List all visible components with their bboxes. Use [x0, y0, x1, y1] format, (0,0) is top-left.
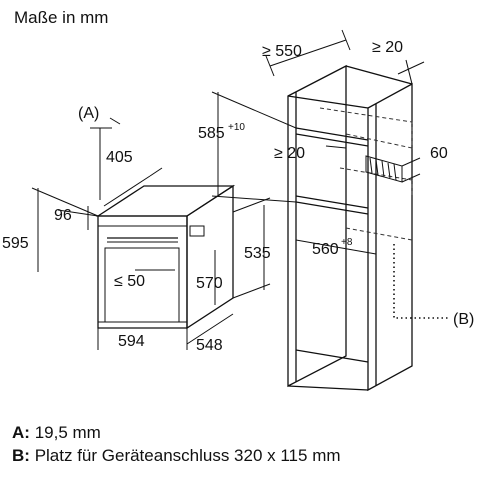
- legend-a-key: A:: [12, 423, 30, 442]
- oven-drawing: [95, 184, 236, 330]
- legend-b-key: B:: [12, 446, 30, 465]
- cabinet-dimensions: [211, 29, 425, 255]
- oven-side: [186, 184, 234, 330]
- cabinet-right-panel: [367, 82, 413, 392]
- dim-depth-top: 405: [106, 149, 133, 166]
- oven-front: [97, 215, 188, 329]
- dim-top-gap: ≥ 20: [372, 39, 403, 56]
- dim-width: 594: [118, 333, 145, 350]
- dim-inner-height: 570: [196, 275, 223, 292]
- cabinet-drawing: [287, 64, 450, 392]
- dim-depth-min: ≥ 550: [262, 43, 302, 60]
- cabinet-left-panel: [287, 64, 347, 388]
- legend-a: A: 19,5 mm: [12, 423, 101, 443]
- callout-a: (A): [78, 105, 99, 122]
- legend-a-text: 19,5 mm: [34, 423, 101, 442]
- oven-dimensions: [31, 117, 271, 350]
- page-title: Maße in mm: [14, 8, 109, 27]
- dim-vent-depth: 60: [430, 145, 448, 162]
- connection-leader: [393, 244, 450, 319]
- dim-total-height: 595: [2, 235, 29, 252]
- dim-niche-height: 535: [244, 245, 271, 262]
- panel-box: [189, 225, 205, 237]
- oven-top: [95, 185, 236, 217]
- dim-niche-h-value: 585: [198, 125, 225, 142]
- dim-gap-bottom: ≤ 50: [114, 273, 145, 290]
- dim-vent-gap: ≥ 20: [274, 145, 305, 162]
- dim-depth: 548: [196, 337, 223, 354]
- dim-niche-w-tol: +8: [341, 237, 353, 248]
- dim-front-height: 96: [54, 207, 72, 224]
- dim-niche-h-tol: +10: [228, 122, 245, 133]
- legend-b: B: Platz für Geräteanschluss 320 x 115 m…: [12, 446, 341, 466]
- callout-b: (B): [453, 311, 474, 328]
- dim-niche-w-value: 560: [312, 241, 339, 258]
- legend-b-text: Platz für Geräteanschluss 320 x 115 mm: [34, 446, 341, 465]
